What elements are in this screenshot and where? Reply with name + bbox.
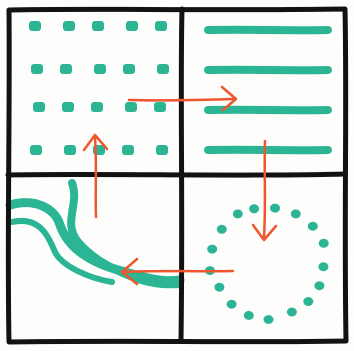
ring-dot bbox=[233, 209, 243, 218]
ring-dot bbox=[217, 225, 227, 234]
grid-dot bbox=[125, 102, 137, 112]
grid-dot bbox=[126, 21, 138, 31]
ring-dot bbox=[249, 204, 259, 213]
ring-dot bbox=[207, 245, 217, 254]
stripe bbox=[208, 30, 328, 31]
grid-dot bbox=[155, 21, 167, 31]
stripe bbox=[208, 150, 328, 151]
stripe bbox=[208, 70, 328, 71]
ring-dot bbox=[227, 300, 237, 309]
ring-dot bbox=[319, 239, 329, 248]
grid-dot bbox=[30, 145, 42, 155]
ring-dot bbox=[264, 315, 274, 324]
grid-dot bbox=[62, 102, 74, 112]
ring-dot bbox=[244, 311, 254, 320]
grid-dot bbox=[122, 145, 134, 155]
grid-dot bbox=[94, 64, 106, 74]
grid-dot bbox=[63, 21, 75, 31]
ring-dot bbox=[308, 222, 318, 231]
grid-dot bbox=[154, 102, 166, 112]
grid-dot bbox=[156, 145, 168, 155]
ring-dot bbox=[303, 297, 313, 306]
grid-dot bbox=[123, 64, 135, 74]
grid-dot bbox=[33, 102, 45, 112]
grid-horizontal-divider bbox=[8, 174, 345, 175]
ring-dot bbox=[270, 204, 280, 213]
ring-dot bbox=[291, 209, 301, 218]
grid-dot bbox=[60, 64, 72, 74]
grid-dot bbox=[157, 64, 169, 74]
ring-dot bbox=[318, 262, 328, 271]
stripe bbox=[208, 110, 328, 111]
ring-dot bbox=[314, 281, 324, 290]
ring-dot bbox=[214, 283, 224, 292]
grid-dot bbox=[29, 21, 41, 31]
grid-dot bbox=[91, 102, 103, 112]
grid-dot bbox=[92, 21, 104, 31]
grid-dot bbox=[64, 145, 76, 155]
ring-dot bbox=[287, 308, 297, 317]
grid-dot bbox=[31, 64, 43, 74]
